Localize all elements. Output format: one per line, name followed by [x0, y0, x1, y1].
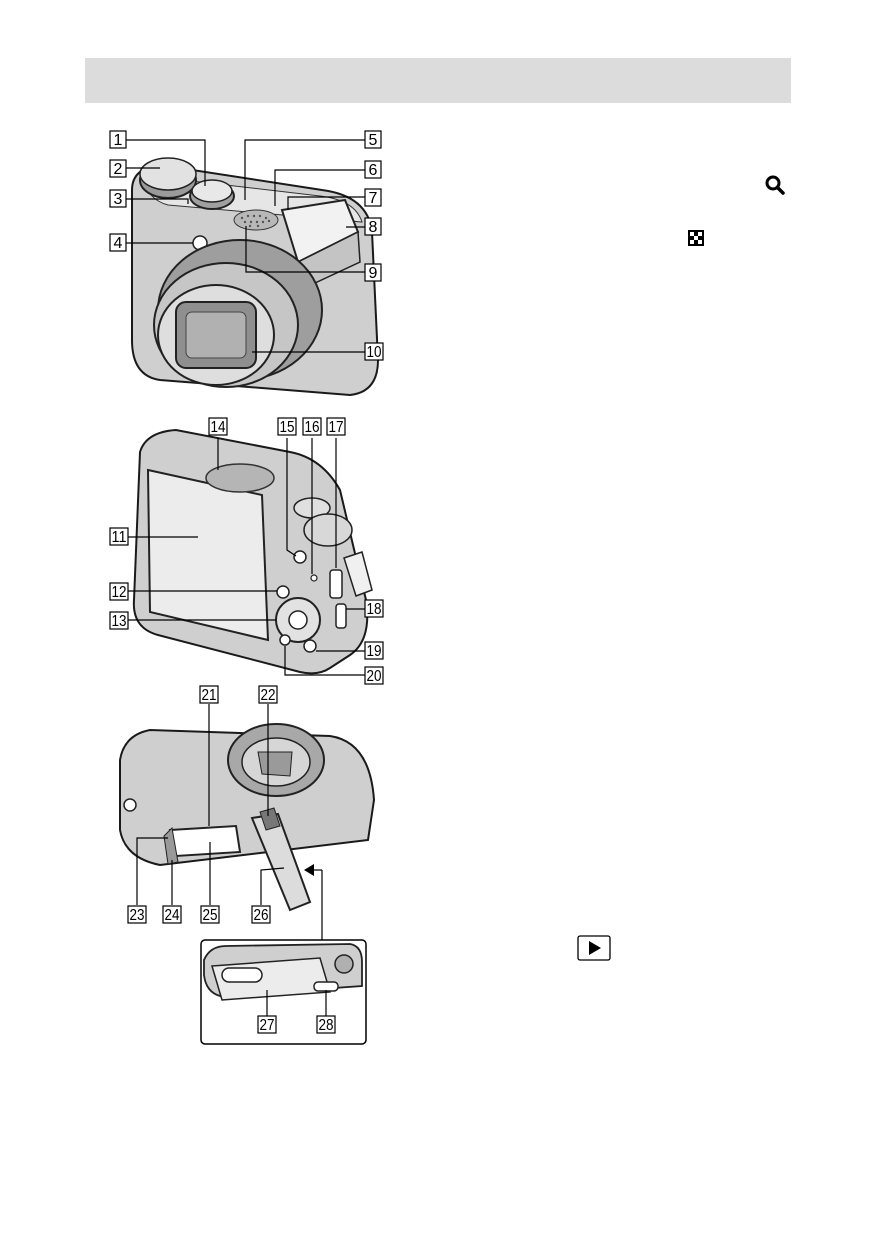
- part-label-19: 19: [365, 642, 383, 660]
- part-label-25: 25: [201, 906, 219, 924]
- part-number-text: 21: [202, 687, 217, 704]
- part-number-text: 23: [130, 907, 145, 924]
- part-label-28: 28: [317, 1016, 335, 1034]
- part-number-text: 16: [305, 419, 320, 436]
- part-label-2: 2: [110, 160, 126, 178]
- part-label-6: 6: [365, 161, 381, 179]
- part-label-9: 9: [365, 264, 381, 282]
- part-number-text: 27: [260, 1017, 275, 1034]
- part-label-21: 21: [200, 686, 218, 704]
- part-label-14: 14: [209, 418, 227, 436]
- part-number-text: 22: [261, 687, 276, 704]
- part-label-8: 8: [365, 218, 381, 236]
- part-number-text: 9: [369, 265, 378, 282]
- part-label-22: 22: [259, 686, 277, 704]
- magnifier-icon: [767, 177, 783, 193]
- part-label-20: 20: [365, 667, 383, 685]
- part-number-text: 15: [280, 419, 295, 436]
- part-label-23: 23: [128, 906, 146, 924]
- part-label-11: 11: [110, 528, 128, 546]
- part-number-text: 1: [114, 132, 123, 149]
- part-label-7: 7: [365, 189, 381, 207]
- part-label-4: 4: [110, 234, 126, 252]
- part-number-text: 24: [165, 907, 180, 924]
- part-number-text: 19: [367, 643, 382, 660]
- part-number-text: 14: [211, 419, 226, 436]
- part-number-text: 7: [369, 190, 378, 207]
- part-number-text: 5: [369, 132, 378, 149]
- part-number-text: 2: [114, 161, 123, 178]
- grid-index-icon: [688, 230, 704, 246]
- part-number-text: 10: [367, 344, 382, 361]
- part-label-26: 26: [252, 906, 270, 924]
- part-number-text: 26: [254, 907, 269, 924]
- part-number-text: 8: [369, 219, 378, 236]
- part-number-text: 25: [203, 907, 218, 924]
- part-number-text: 3: [114, 191, 123, 208]
- part-label-1: 1: [110, 131, 126, 149]
- part-label-16: 16: [303, 418, 321, 436]
- part-label-13: 13: [110, 612, 128, 630]
- part-number-text: 4: [114, 235, 123, 252]
- part-number-text: 20: [367, 668, 382, 685]
- part-label-17: 17: [327, 418, 345, 436]
- camera-front-view: [132, 158, 378, 395]
- part-number-text: 12: [112, 584, 127, 601]
- camera-bottom-view: [120, 724, 374, 910]
- part-number-text: 13: [112, 613, 127, 630]
- part-number-text: 28: [319, 1017, 334, 1034]
- part-label-18: 18: [365, 600, 383, 618]
- part-label-12: 12: [110, 583, 128, 601]
- part-label-24: 24: [163, 906, 181, 924]
- part-label-10: 10: [365, 343, 383, 361]
- part-label-5: 5: [365, 131, 381, 149]
- part-label-3: 3: [110, 190, 126, 208]
- part-number-text: 17: [329, 419, 344, 436]
- part-number-text: 11: [112, 529, 127, 546]
- part-label-27: 27: [258, 1016, 276, 1034]
- part-label-15: 15: [278, 418, 296, 436]
- part-number-text: 6: [369, 162, 378, 179]
- part-number-text: 18: [367, 601, 382, 618]
- playback-triangle-icon: [578, 936, 610, 960]
